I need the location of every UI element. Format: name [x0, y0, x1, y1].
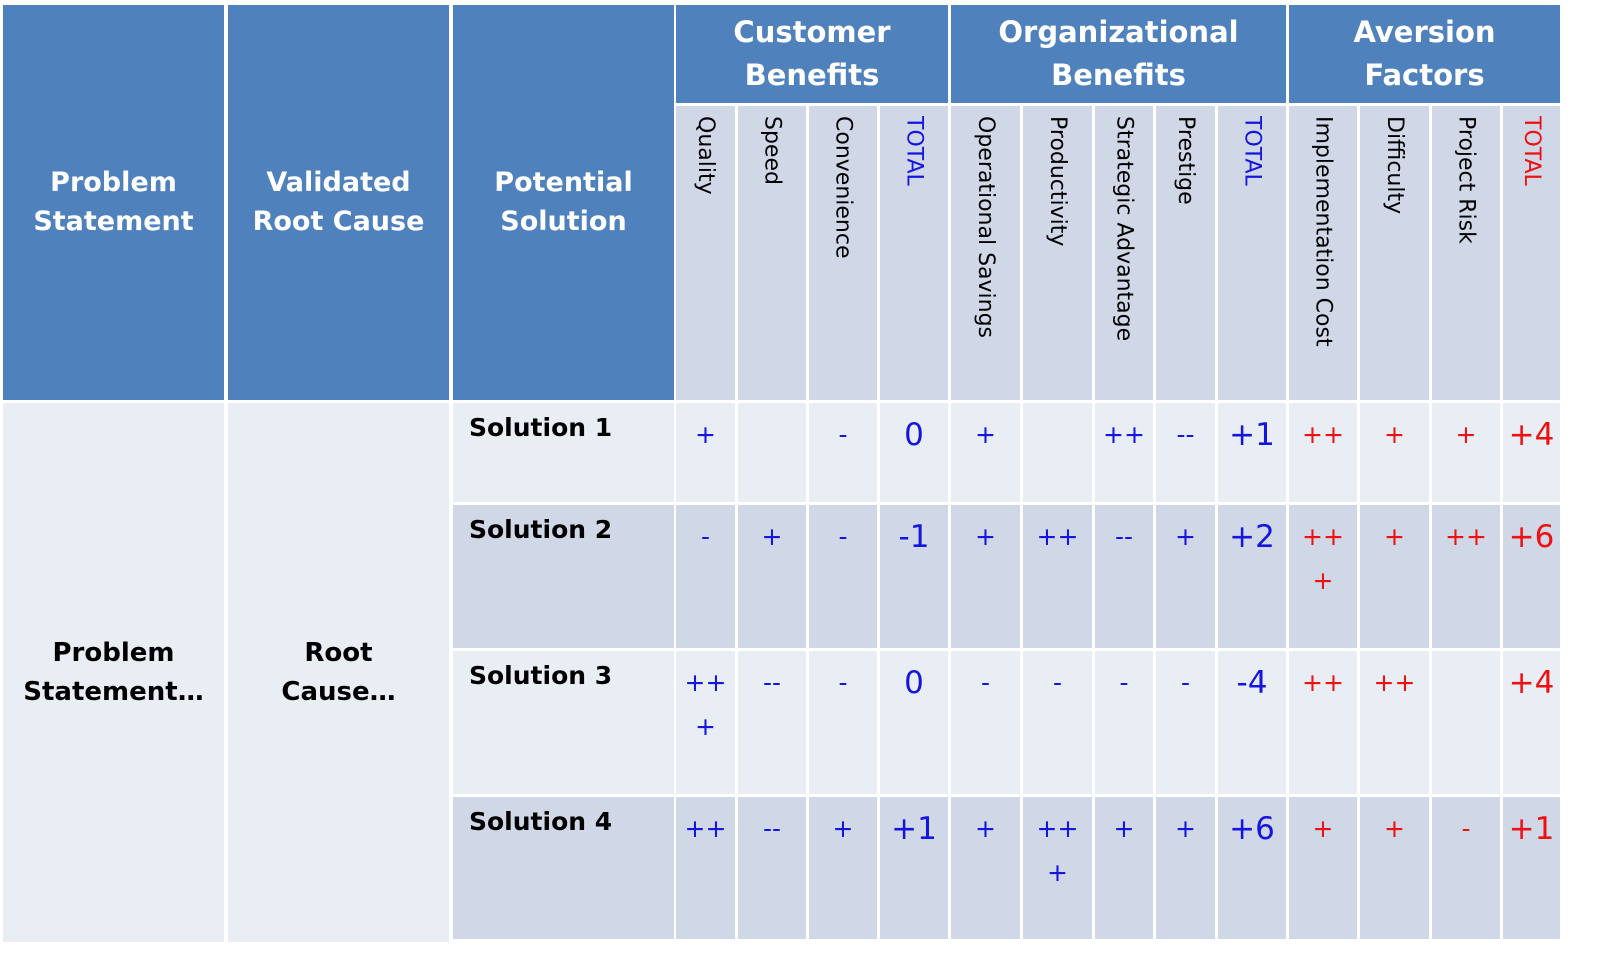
score-cell: +: [809, 797, 877, 939]
score-cell: +: [1156, 505, 1215, 648]
group-header-organizational: Organizational Benefits: [951, 5, 1286, 103]
score-cell: ++: [1432, 505, 1500, 648]
column-header-customer-total: TOTAL: [880, 106, 948, 400]
column-label-difficulty: Difficulty: [1382, 116, 1407, 215]
score-cell: -: [1156, 651, 1215, 794]
header-potential-solution: Potential Solution: [453, 5, 674, 400]
column-header-aversion-implementation-cost: Implementation Cost: [1289, 106, 1357, 400]
column-header-aversion-project-risk: Project Risk: [1432, 106, 1500, 400]
group-header-customer: Customer Benefits: [676, 5, 948, 103]
score-cell: -: [1023, 651, 1092, 794]
score-cell: -: [809, 403, 877, 502]
score-cell: -: [951, 651, 1020, 794]
solution-label: Solution 3: [453, 651, 674, 794]
column-header-organizational-productivity: Productivity: [1023, 106, 1092, 400]
score-cell: ++: [1289, 403, 1357, 502]
header-problem-statement: Problem Statement: [3, 5, 224, 400]
group-label-customer: Customer Benefits: [733, 14, 891, 93]
score-cell: +: [738, 505, 806, 648]
score-cell: --: [1156, 403, 1215, 502]
column-header-aversion-total: TOTAL: [1503, 106, 1560, 400]
score-cell: -: [809, 651, 877, 794]
score-cell: -4: [1218, 651, 1286, 794]
column-label-implementation-cost: Implementation Cost: [1310, 116, 1336, 347]
score-cell: +6: [1218, 797, 1286, 939]
score-cell: --: [1095, 505, 1153, 648]
score-cell: +: [951, 505, 1020, 648]
score-cell: +: [1289, 797, 1357, 939]
group-label-aversion: Aversion Factors: [1353, 14, 1496, 93]
score-cell: ++: [1360, 651, 1429, 794]
group-header-aversion: Aversion Factors: [1289, 5, 1560, 103]
group-label-organizational: Organizational Benefits: [998, 14, 1239, 93]
score-cell: --: [738, 651, 806, 794]
score-cell: [1023, 403, 1092, 502]
score-cell: +: [1156, 797, 1215, 939]
score-cell: ++: [1095, 403, 1153, 502]
score-cell: +++: [1289, 505, 1357, 648]
solution-label: Solution 4: [453, 797, 674, 939]
score-cell: +4: [1503, 403, 1560, 502]
score-cell: ++: [1023, 505, 1092, 648]
score-cell: ++: [676, 797, 735, 939]
problem-statement-cell: Problem Statement…: [3, 403, 224, 942]
column-label-productivity: Productivity: [1045, 116, 1070, 247]
score-cell: -: [809, 505, 877, 648]
score-cell: [1432, 651, 1500, 794]
score-cell: +: [1360, 797, 1429, 939]
column-label-project-risk: Project Risk: [1453, 116, 1479, 244]
score-cell: +: [951, 797, 1020, 939]
column-label-operational-savings: Operational Savings: [973, 116, 998, 339]
score-cell: -: [676, 505, 735, 648]
score-cell: +: [1432, 403, 1500, 502]
score-cell: +6: [1503, 505, 1560, 648]
column-header-organizational-operational-savings: Operational Savings: [951, 106, 1020, 400]
score-cell: +: [676, 403, 735, 502]
column-header-customer-speed: Speed: [738, 106, 806, 400]
column-label-convenience: Convenience: [830, 116, 856, 259]
score-cell: +2: [1218, 505, 1286, 648]
score-cell: +: [951, 403, 1020, 502]
root-cause-cell: Root Cause…: [228, 403, 449, 942]
score-cell: +++: [1023, 797, 1092, 939]
score-cell: +: [1095, 797, 1153, 939]
score-cell: +: [1360, 403, 1429, 502]
score-cell: -1: [880, 505, 948, 648]
score-cell: +++: [676, 651, 735, 794]
column-header-organizational-strategic-advantage: Strategic Advantage: [1095, 106, 1153, 400]
column-label-speed: Speed: [759, 116, 785, 185]
column-label-total: TOTAL: [1239, 116, 1265, 186]
solution-label: Solution 2: [453, 505, 674, 648]
score-cell: ++: [1289, 651, 1357, 794]
solution-label: Solution 1: [453, 403, 674, 502]
column-header-organizational-prestige: Prestige: [1156, 106, 1215, 400]
column-label-quality: Quality: [693, 116, 718, 195]
score-cell: 0: [880, 651, 948, 794]
score-cell: -: [1432, 797, 1500, 939]
score-cell: -: [1095, 651, 1153, 794]
score-cell: [738, 403, 806, 502]
header-validated-root-cause: Validated Root Cause: [228, 5, 449, 400]
column-header-customer-convenience: Convenience: [809, 106, 877, 400]
column-header-organizational-total: TOTAL: [1218, 106, 1286, 400]
column-header-customer-quality: Quality: [676, 106, 735, 400]
column-label-total: TOTAL: [1519, 116, 1544, 186]
score-cell: --: [738, 797, 806, 939]
score-cell: +4: [1503, 651, 1560, 794]
score-cell: +1: [1218, 403, 1286, 502]
score-cell: +: [1360, 505, 1429, 648]
column-label-total: TOTAL: [901, 116, 927, 186]
column-header-aversion-difficulty: Difficulty: [1360, 106, 1429, 400]
column-label-strategic-advantage: Strategic Advantage: [1111, 116, 1137, 342]
score-cell: +1: [1503, 797, 1560, 939]
column-label-prestige: Prestige: [1173, 116, 1198, 205]
score-cell: 0: [880, 403, 948, 502]
score-cell: +1: [880, 797, 948, 939]
